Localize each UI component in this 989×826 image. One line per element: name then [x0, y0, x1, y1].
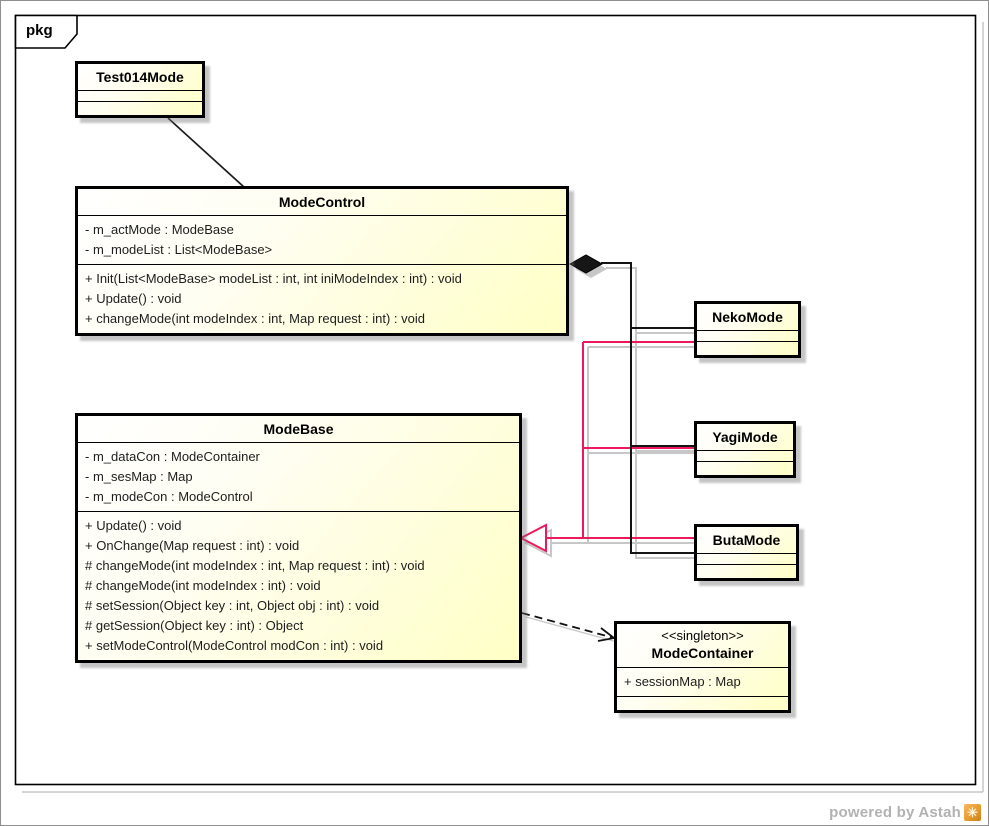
dependency-shadow: [525, 616, 618, 643]
class-name: ModeControl: [78, 189, 566, 216]
method: + Update() : void: [85, 518, 182, 533]
methods-compartment: + Update() : void + OnChange(Map request…: [78, 512, 519, 660]
class-nekomode[interactable]: NekoMode: [694, 301, 801, 358]
attribute: - m_modeCon : ModeControl: [85, 489, 253, 504]
astah-logo-icon: ✳: [964, 804, 981, 821]
method: # changeMode(int modeIndex : int) : void: [85, 578, 321, 593]
package-tab-label: pkg: [26, 22, 53, 39]
method: + OnChange(Map request : int) : void: [85, 538, 300, 553]
watermark-text: powered by Astah: [829, 804, 961, 821]
attribute: + sessionMap : Map: [624, 674, 741, 689]
attributes-compartment: - m_actMode : ModeBase - m_modeList : Li…: [78, 216, 566, 265]
class-name: NekoMode: [697, 304, 798, 331]
method: + changeMode(int modeIndex : int, Map re…: [85, 311, 425, 326]
methods-compartment: [78, 102, 202, 115]
attribute: - m_dataCon : ModeContainer: [85, 449, 260, 464]
watermark: powered by Astah ✳: [829, 804, 981, 821]
methods-compartment: + Init(List<ModeBase> modeList : int, in…: [78, 265, 566, 333]
class-modebase[interactable]: ModeBase - m_dataCon : ModeContainer - m…: [75, 413, 522, 663]
package-frame: [14, 14, 977, 786]
generalization-shadow: [551, 346, 697, 544]
attributes-compartment: [697, 331, 798, 342]
attribute: - m_actMode : ModeBase: [85, 222, 234, 237]
methods-compartment: [697, 462, 793, 475]
frame-shadow: [22, 22, 984, 793]
methods-compartment: [617, 697, 788, 710]
composition-diamond-icon[interactable]: [568, 254, 604, 274]
method: # getSession(Object key : int) : Object: [85, 618, 304, 633]
association-edge[interactable]: [167, 117, 245, 188]
class-name: ModeContainer: [651, 645, 754, 661]
attributes-compartment: + sessionMap : Map: [617, 668, 788, 697]
generalization-triangle-icon[interactable]: [518, 523, 547, 553]
class-modecontainer[interactable]: <<singleton>> ModeContainer + sessionMap…: [614, 621, 791, 713]
attributes-compartment: [697, 554, 796, 565]
class-name: Test014Mode: [78, 64, 202, 91]
class-yagimode[interactable]: YagiMode: [694, 421, 796, 478]
attributes-compartment: [697, 451, 793, 462]
attribute: - m_modeList : List<ModeBase>: [85, 242, 273, 257]
class-header: <<singleton>> ModeContainer: [617, 624, 788, 668]
class-butamode[interactable]: ButaMode: [694, 524, 799, 581]
methods-compartment: [697, 565, 796, 578]
class-modecontrol[interactable]: ModeControl - m_actMode : ModeBase - m_m…: [75, 186, 569, 336]
method: + setModeControl(ModeControl modCon : in…: [85, 638, 384, 653]
methods-compartment: [697, 342, 798, 355]
composition-buta-edge[interactable]: [601, 262, 694, 554]
method: + Init(List<ModeBase> modeList : int, in…: [85, 271, 462, 286]
attributes-compartment: - m_dataCon : ModeContainer - m_sesMap :…: [78, 443, 519, 512]
class-name: YagiMode: [697, 424, 793, 451]
dependency-edge[interactable]: [521, 612, 615, 639]
stereotype-label: <<singleton>>: [661, 628, 744, 643]
class-name: ButaMode: [697, 527, 796, 554]
attribute: - m_sesMap : Map: [85, 469, 193, 484]
package-tab: [14, 14, 78, 49]
class-name: ModeBase: [78, 416, 519, 443]
method: + Update() : void: [85, 291, 182, 306]
attributes-compartment: [78, 91, 202, 102]
generalization-buta-edge[interactable]: [546, 342, 694, 539]
method: # changeMode(int modeIndex : int, Map re…: [85, 558, 425, 573]
class-test014mode[interactable]: Test014Mode: [75, 61, 205, 118]
method: # setSession(Object key : int, Object ob…: [85, 598, 380, 613]
composition-shadow: [606, 267, 697, 559]
